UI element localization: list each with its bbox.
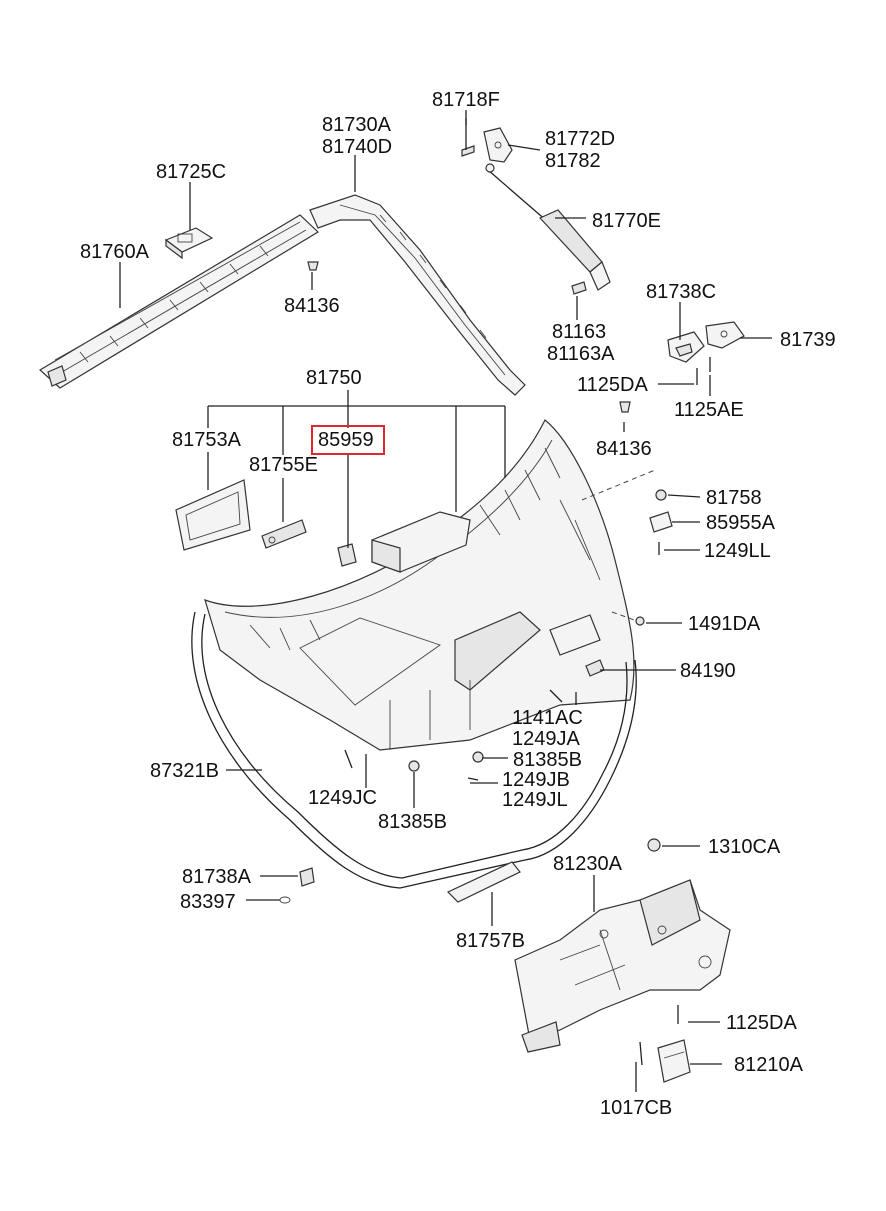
label-1141AC: 1141AC <box>512 707 583 729</box>
label-81757B: 81757B <box>456 930 525 952</box>
label-81753A: 81753A <box>172 429 242 451</box>
label-1249LL: 1249LL <box>704 540 771 562</box>
label-81385B-upper: 81385B <box>513 749 582 771</box>
leader-lines <box>119 110 772 1092</box>
bracket-85955A <box>649 511 673 533</box>
label-1310CA: 1310CA <box>708 836 781 858</box>
clip-81725C <box>164 227 214 260</box>
label-81739: 81739 <box>780 329 836 351</box>
bolt-1491DA <box>635 616 645 626</box>
bracket-81772D <box>483 127 513 163</box>
label-81230A: 81230A <box>553 853 623 875</box>
trim-arch-81730A <box>309 194 526 396</box>
label-81718F: 81718F <box>432 89 500 111</box>
label-1125DA-lower: 1125DA <box>726 1012 797 1034</box>
frame-81753A <box>175 479 251 551</box>
label-81385B-lower: 81385B <box>378 811 447 833</box>
bumper-81738A <box>299 867 315 887</box>
part-labels: 81718F 81730A 81740D 81772D 81782 81725C… <box>80 89 836 1119</box>
oring-83397 <box>279 896 291 904</box>
fastener-1249JB <box>467 777 479 781</box>
handle-85959 <box>337 511 471 573</box>
bracket-81738C <box>667 331 705 363</box>
clip-81385B-upper <box>472 751 484 763</box>
tailgate-trim-panel-81750 <box>204 419 635 751</box>
label-1125AE: 1125AE <box>674 399 744 421</box>
label-87321B: 87321B <box>150 760 219 782</box>
bracket-81739 <box>705 321 745 349</box>
striker-81210A <box>657 1039 691 1083</box>
label-83397: 83397 <box>180 891 236 913</box>
label-81210A: 81210A <box>734 1054 804 1076</box>
clip-81385B-lower <box>408 760 420 772</box>
label-1125DA-upper: 1125DA <box>577 374 648 396</box>
label-1249JL: 1249JL <box>502 789 568 811</box>
label-81770E: 81770E <box>592 210 661 232</box>
label-1017CB: 1017CB <box>600 1097 672 1119</box>
clip-81163 <box>571 281 587 295</box>
label-81730A: 81730A <box>322 114 392 136</box>
label-1491DA: 1491DA <box>688 613 761 635</box>
label-84190: 84190 <box>680 660 736 682</box>
label-1249JC: 1249JC <box>308 787 377 809</box>
nut-1310CA <box>647 838 661 852</box>
label-81758: 81758 <box>706 487 762 509</box>
clip-81755E <box>261 519 307 549</box>
label-84136-upper: 84136 <box>284 295 340 317</box>
label-1249JB: 1249JB <box>502 769 570 791</box>
label-81740D: 81740D <box>322 136 392 158</box>
label-81772D: 81772D <box>545 128 615 150</box>
trim-strip-81760A <box>38 214 319 389</box>
label-81760A: 81760A <box>80 241 150 263</box>
screw-1141AC <box>549 689 563 703</box>
label-1249JA: 1249JA <box>512 728 580 750</box>
label-81738A: 81738A <box>182 866 252 888</box>
label-84136-right: 84136 <box>596 438 652 460</box>
label-85959: 85959 <box>318 429 374 451</box>
label-81782: 81782 <box>545 150 601 172</box>
gas-strut-81770E <box>485 163 611 291</box>
label-81755E: 81755E <box>249 454 318 476</box>
label-81738C: 81738C <box>646 281 716 303</box>
handle-strip-81757B <box>446 861 521 903</box>
latch-assembly-81230A <box>514 879 731 1053</box>
nut-81758 <box>655 489 667 501</box>
fastener-1249JC <box>344 749 353 769</box>
label-81163A: 81163A <box>547 343 615 365</box>
label-81750: 81750 <box>306 367 362 389</box>
highlight-box-85959 <box>311 425 385 455</box>
label-85955A: 85955A <box>706 512 776 534</box>
grommet-84136-upper <box>307 261 319 271</box>
weatherstrip-87321B <box>191 611 637 889</box>
bolt-81718F <box>461 118 475 157</box>
screw-1017CB <box>639 1041 643 1066</box>
bolts-1125 <box>696 357 711 385</box>
label-81163: 81163 <box>552 321 606 343</box>
label-81725C: 81725C <box>156 161 226 183</box>
grommet-84136-right <box>619 401 631 413</box>
